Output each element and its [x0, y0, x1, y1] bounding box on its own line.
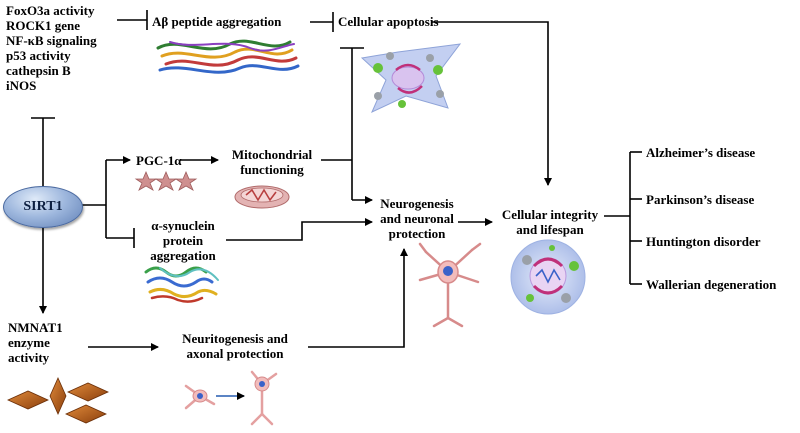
neurogenesis-label: Neurogenesis and neuronal protection	[372, 196, 462, 241]
synuclein-protein-image	[144, 266, 219, 303]
edge-neuritogenesis-neurogenesis	[308, 248, 408, 348]
factor-list: FoxO3a activity ROCK1 gene NF-κB signali…	[6, 3, 97, 93]
disease-parkinsons: Parkinson’s disease	[646, 192, 755, 207]
neurogenesis-line-2: and neuronal	[380, 211, 454, 226]
edge-synuclein-neurogenesis	[226, 218, 373, 241]
synuclein-line-1: α-synuclein	[151, 218, 215, 233]
nmnat-line-2: enzyme	[8, 335, 50, 350]
neurogenesis-line-1: Neurogenesis	[380, 196, 454, 211]
nmnat-label: NMNAT1 enzyme activity	[8, 320, 63, 365]
pgc-label: PGC-1α	[136, 153, 182, 168]
factor-cathepsin-b: cathepsin B	[6, 63, 71, 78]
nmnat-line-3: activity	[8, 350, 50, 365]
mito-line-1: Mitochondrial	[231, 147, 313, 162]
abeta-ribbon-image	[156, 39, 300, 74]
neuron-image	[418, 242, 482, 328]
mito-label: Mitochondrial functioning	[222, 147, 322, 177]
factor-p53: p53 activity	[6, 48, 71, 63]
mito-line-2: functioning	[240, 162, 304, 177]
disease-alzheimers: Alzheimer’s disease	[646, 145, 756, 160]
integrity-line-1: Cellular integrity	[501, 207, 599, 222]
factor-foxo3a: FoxO3a activity	[6, 3, 95, 18]
nmnat-line-1: NMNAT1	[8, 320, 63, 335]
synuclein-line-3: aggregation	[150, 248, 216, 263]
apoptosis-label: Cellular apoptosis	[338, 14, 439, 29]
edge-apoptosis-integrity	[432, 21, 552, 186]
neurogenesis-line-3: protection	[388, 226, 446, 241]
neurite-outgrowth-image	[184, 370, 278, 426]
abeta-label: Aβ peptide aggregation	[152, 14, 282, 29]
neuritogenesis-line-1: Neuritogenesis and	[182, 331, 288, 346]
factor-nfkb: NF-κB signaling	[6, 33, 97, 48]
pgc-stars-image	[134, 170, 198, 191]
mitochondrion-image	[234, 185, 290, 209]
neuritogenesis-line-2: axonal protection	[186, 346, 284, 361]
disease-wallerian: Wallerian degeneration	[646, 277, 777, 292]
factor-inos: iNOS	[6, 78, 37, 93]
integrity-label: Cellular integrity and lifespan	[494, 207, 606, 237]
healthy-cell-image	[510, 239, 586, 315]
factor-rock1: ROCK1 gene	[6, 18, 81, 33]
integrity-line-2: and lifespan	[516, 222, 584, 237]
sirt1-node: SIRT1	[3, 186, 83, 228]
synuclein-line-2: protein	[162, 233, 204, 248]
neuritogenesis-label: Neuritogenesis and axonal protection	[160, 331, 310, 361]
apoptotic-cell-image	[360, 43, 462, 114]
nmnat-diamonds-image	[7, 377, 109, 424]
synuclein-label: α-synuclein protein aggregation	[138, 218, 228, 263]
disease-huntington: Huntington disorder	[646, 234, 761, 249]
